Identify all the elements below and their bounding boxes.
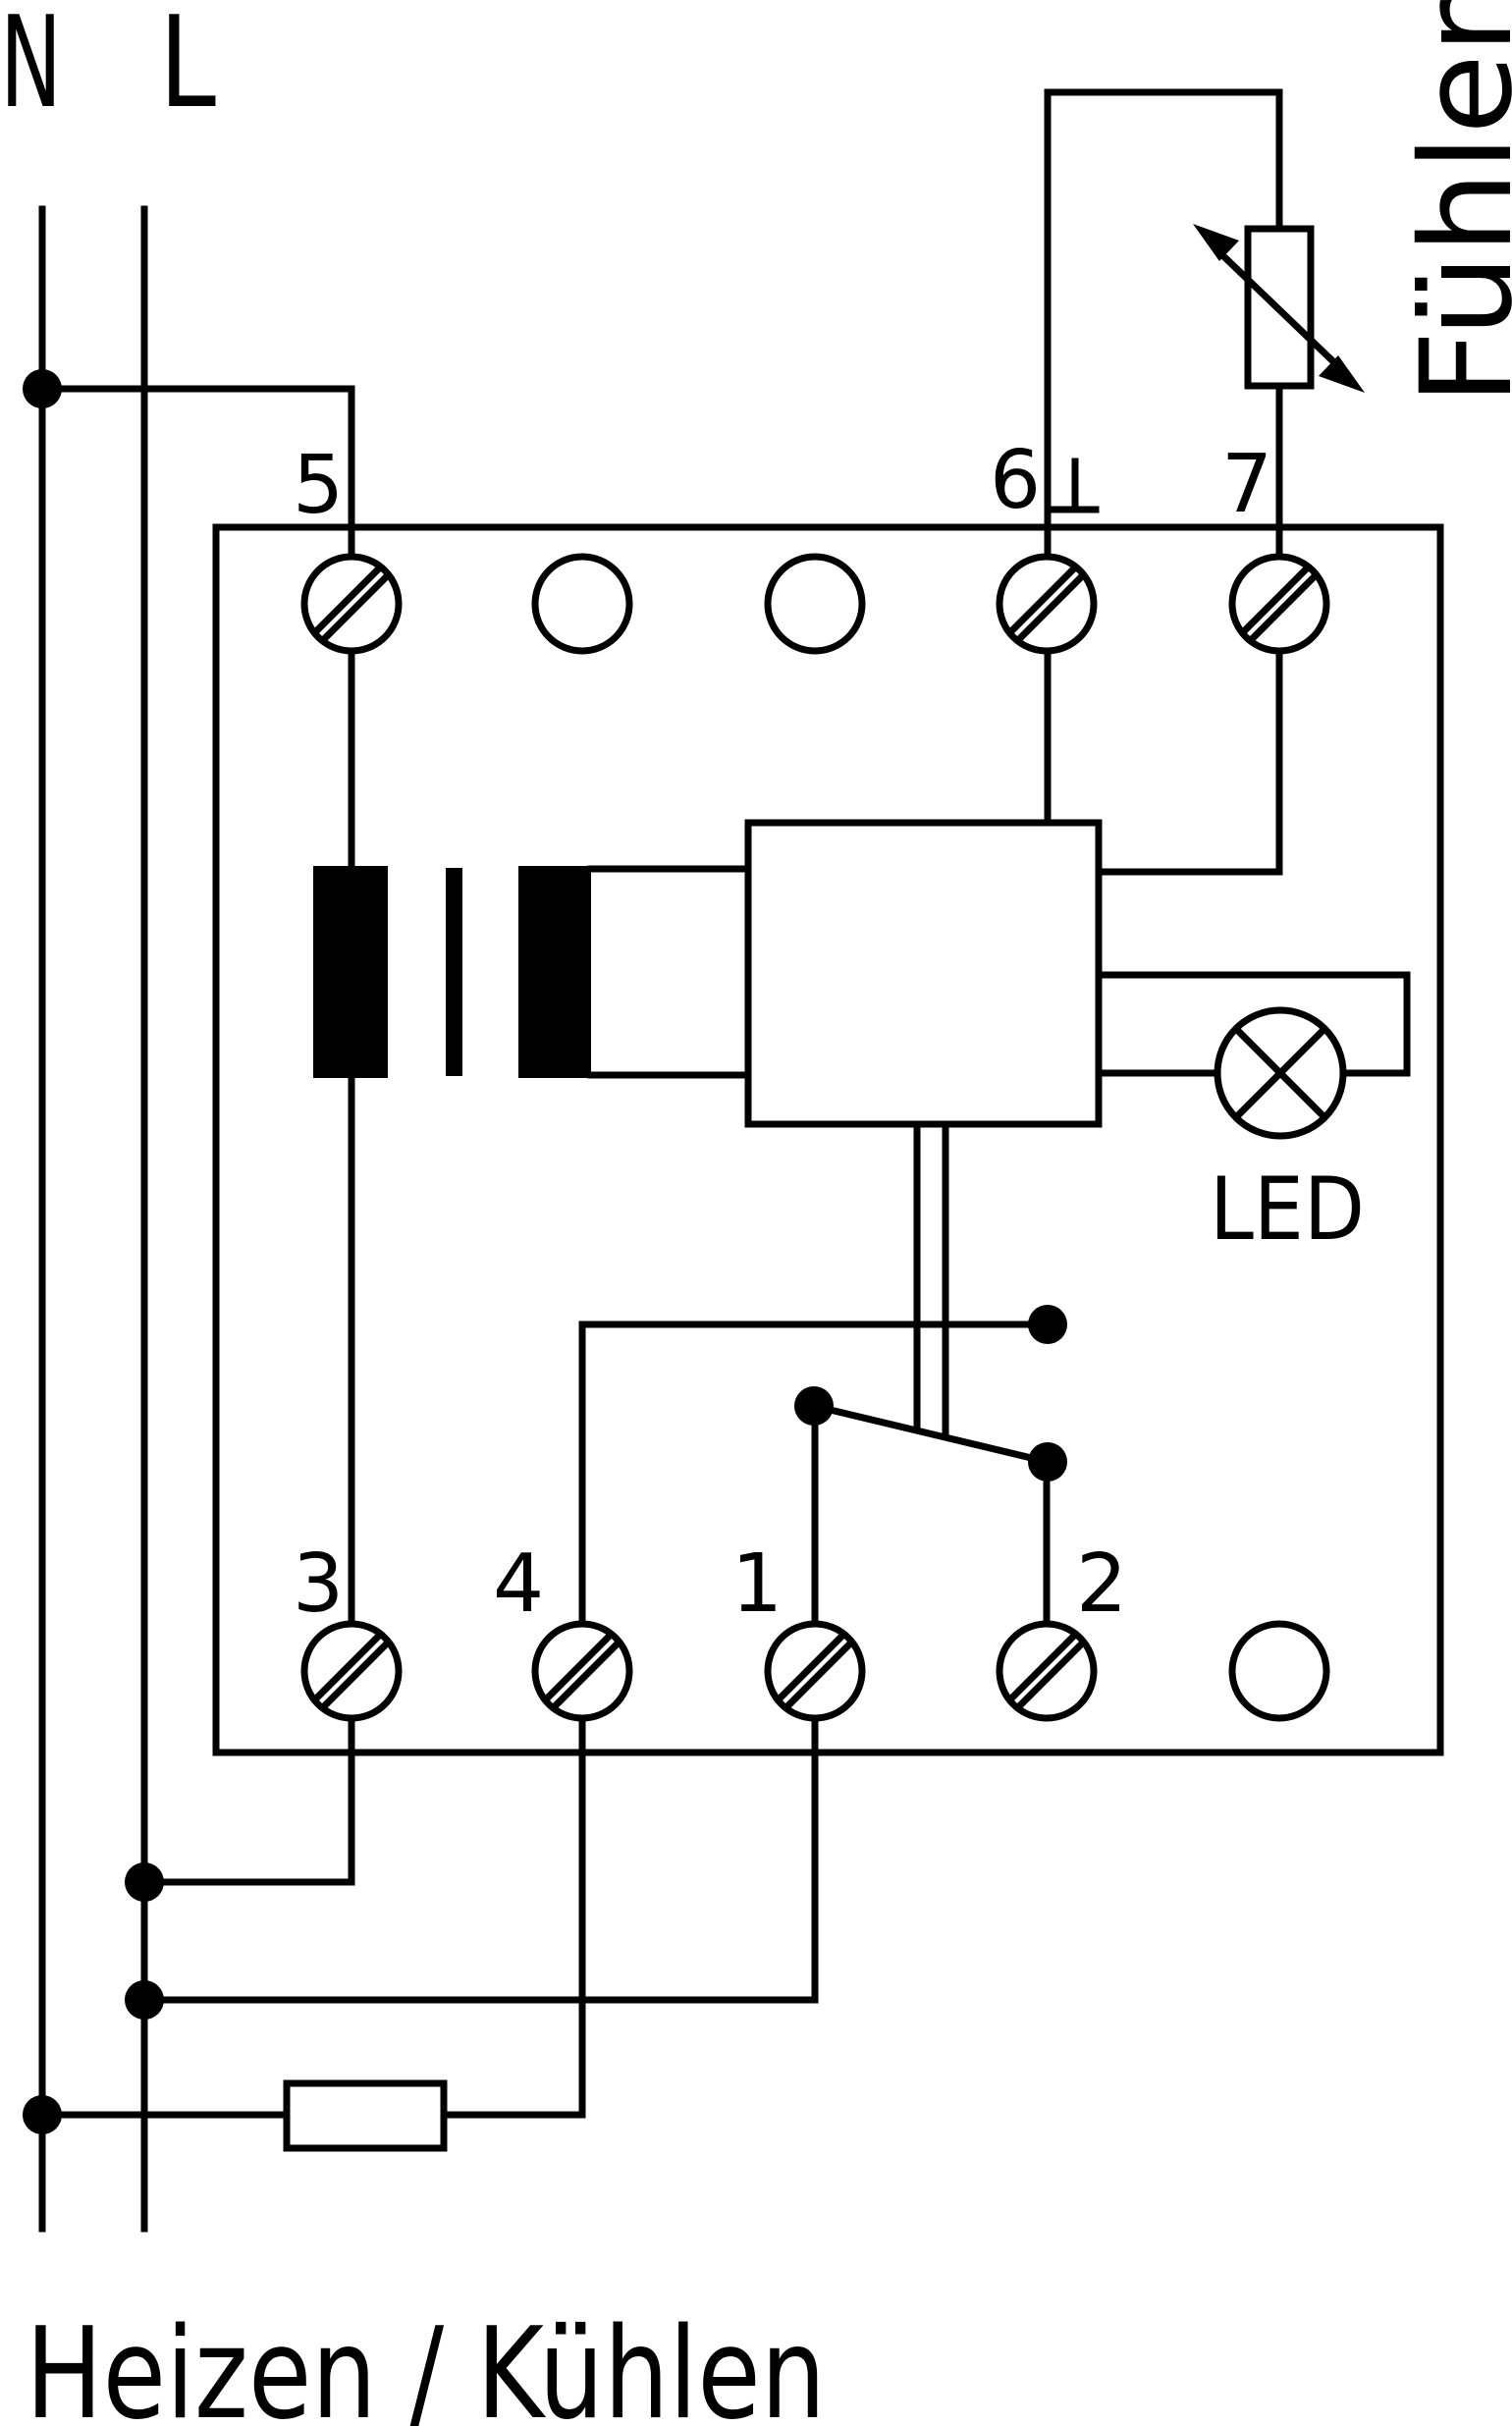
terminal-5-label: 5 [293,439,344,532]
terminal-2-label: 2 [1076,1537,1127,1631]
wire-terminal-4-to-load [440,1714,586,2119]
variable-arrow-icon [1193,224,1365,393]
wire-terminal-7-to-controller [1095,647,1283,876]
device-housing [212,523,1444,1756]
wire-led-loop [1095,971,1411,1077]
junction-dot-n-top [23,369,62,408]
transformer-core [446,868,462,1076]
sensor-label: Fühler [1394,0,1512,405]
terminal-7-label: 7 [1221,438,1272,531]
terminal-5 [300,553,403,655]
transformer-secondary-coil [518,866,591,1078]
relay-switch-blade [809,1401,1053,1467]
terminal-empty-bottom-5 [1228,1620,1330,1722]
terminal-1 [764,1620,866,1722]
wire-n-to-terminal-5 [38,385,355,561]
diagram-title: Heizen / Kühlen [26,2301,826,2426]
live-rail-label: L [159,0,216,136]
ground-symbol-icon [1051,458,1100,513]
terminal-4 [531,1620,633,1722]
wire-terminal-1-to-l [140,1714,819,2004]
terminal-4-label: 4 [493,1537,544,1631]
terminal-empty-top-3 [764,553,866,655]
load-resistor [283,2079,448,2152]
terminal-7 [1228,553,1330,655]
led-label: LED [1210,1159,1365,1260]
terminal-empty-top-2 [531,553,633,655]
junction-dot-l-2 [125,1980,164,2020]
transformer [313,866,591,1078]
wire-terminal-6-to-sensor [1044,88,1283,561]
terminal-2 [996,1620,1098,1722]
led-lamp-icon [1214,1006,1347,1140]
wire-terminal-3-to-l [140,1714,355,1886]
terminal-1-label: 1 [731,1537,783,1631]
neutral-rail-label: N [0,0,62,136]
terminal-6-label: 6 [990,434,1041,527]
transformer-primary-coil [313,866,388,1078]
junction-dot-n-bottom [23,2095,62,2134]
junction-dot-l-1 [125,1862,164,1902]
controller-unit [744,819,1103,1128]
terminal-6 [996,553,1098,655]
relay-contact-dot-nc [1028,1305,1067,1344]
terminal-3 [300,1620,403,1722]
terminal-3-label: 3 [293,1537,344,1631]
